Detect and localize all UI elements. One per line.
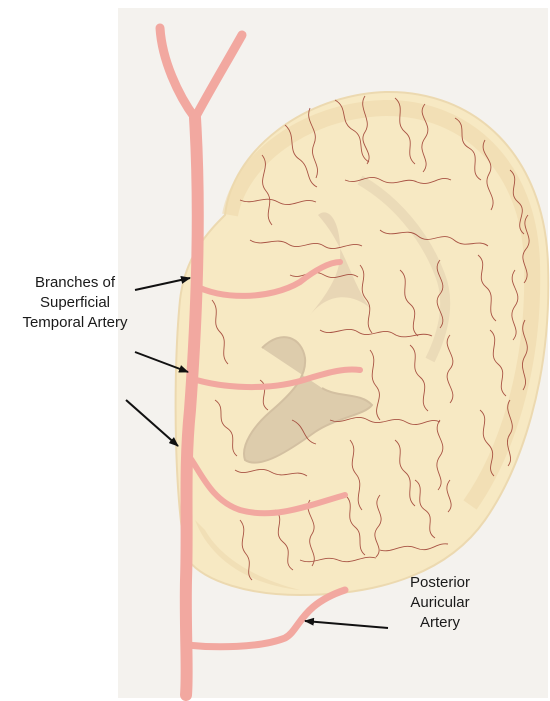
label-branches-superficial-temporal-artery: Branches of Superficial Temporal Artery [0, 273, 150, 333]
label-posterior-auricular-artery: Posterior Auricular Artery [395, 573, 485, 633]
